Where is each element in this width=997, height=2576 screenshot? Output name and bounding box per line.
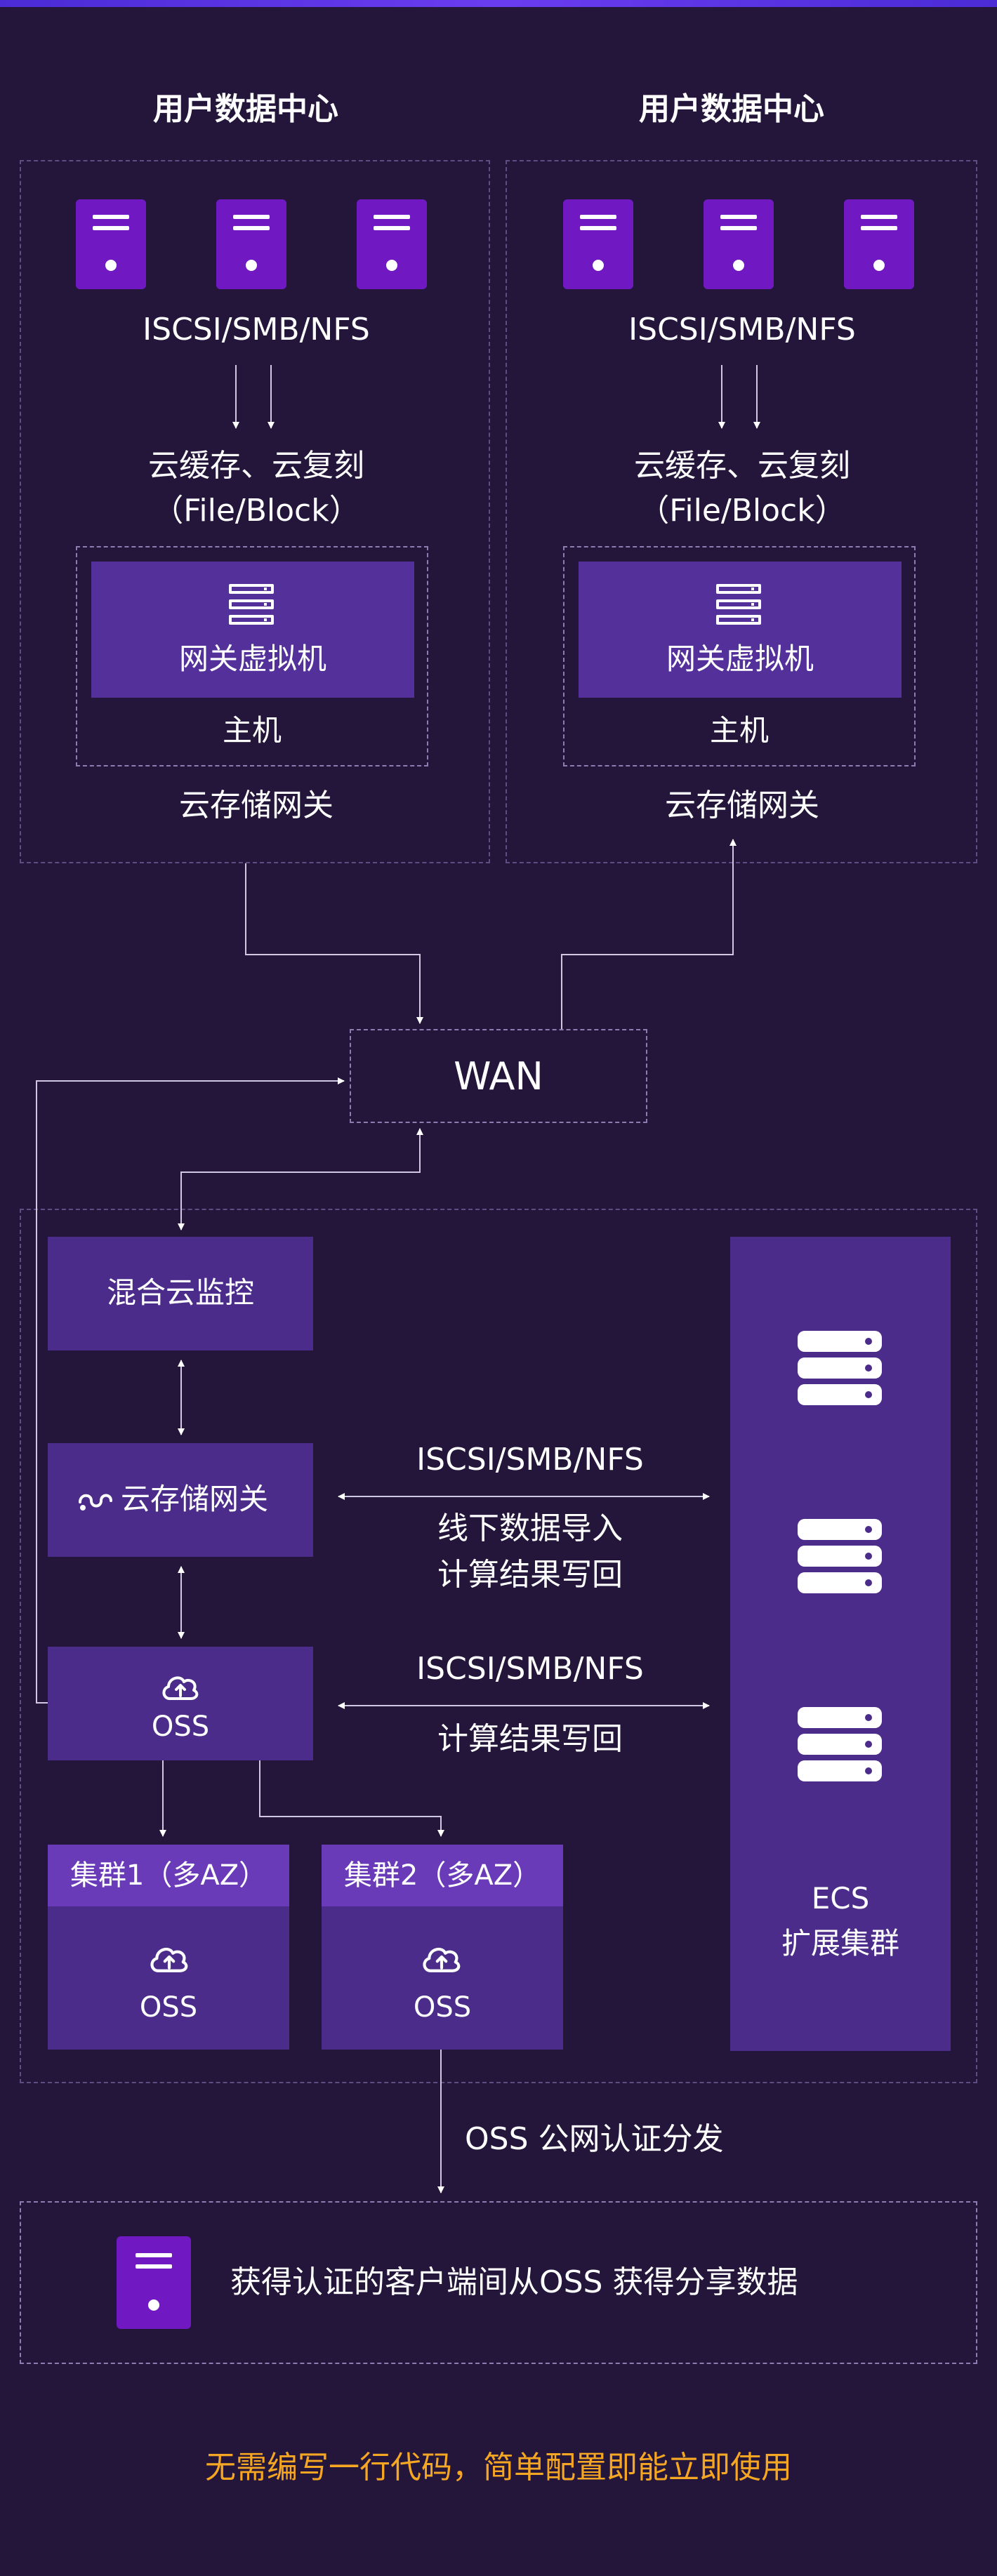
server-icon bbox=[563, 199, 633, 289]
link2-writeback-label: 计算结果写回 bbox=[437, 1721, 623, 1757]
datacenter-frame bbox=[20, 160, 490, 863]
oss-to-wan-line bbox=[36, 1077, 345, 1704]
cluster2-title: 集群2（多AZ） bbox=[343, 1859, 541, 1892]
wan-to-monitor-line bbox=[178, 1130, 421, 1230]
distribution-label: OSS 公网认证分发 bbox=[465, 2121, 724, 2157]
ecs-cluster-label: 扩展集群 bbox=[781, 1926, 899, 1960]
gateway-vm-label: 网关虚拟机 bbox=[178, 642, 326, 676]
ecs-label: ECS bbox=[811, 1881, 870, 1916]
footer-tagline: 无需编写一行代码，简单配置即能立即使用 bbox=[205, 2450, 792, 2485]
hybrid-monitor-label: 混合云监控 bbox=[106, 1275, 254, 1310]
oss-box bbox=[48, 1647, 313, 1760]
cloud-gateway-label: 云存储网关 bbox=[121, 1482, 269, 1516]
host-label: 主机 bbox=[709, 713, 769, 748]
hybrid-monitor-box bbox=[48, 1237, 313, 1350]
datacenter-title: 用户数据中心 bbox=[639, 91, 824, 127]
cache-label: 云缓存、云复刻 bbox=[634, 448, 850, 484]
protocol-label: ISCSI/SMB/NFS bbox=[143, 312, 370, 347]
datacenter-title: 用户数据中心 bbox=[153, 91, 338, 127]
host-label: 主机 bbox=[222, 713, 282, 748]
wan-box bbox=[350, 1029, 647, 1123]
server-icon bbox=[844, 199, 914, 289]
top-accent-bar bbox=[0, 0, 997, 7]
server-icon bbox=[357, 199, 427, 289]
datacenter-frame bbox=[506, 160, 977, 863]
link1-import-label: 线下数据导入 bbox=[437, 1511, 623, 1546]
link-icon bbox=[76, 1487, 115, 1515]
cloud-region-frame bbox=[20, 1209, 977, 2083]
cluster2-oss-label: OSS bbox=[413, 1991, 472, 2024]
host-frame bbox=[563, 546, 916, 766]
wan-to-gateway-line bbox=[561, 839, 737, 1029]
client-description: 获得认证的客户端间从OSS 获得分享数据 bbox=[230, 2264, 798, 2300]
link2-protocol-label: ISCSI/SMB/NFS bbox=[416, 1651, 644, 1687]
server-stack-icon bbox=[798, 1331, 882, 1407]
wan-label: WAN bbox=[454, 1054, 543, 1098]
protocol-label: ISCSI/SMB/NFS bbox=[628, 312, 856, 347]
host-frame bbox=[76, 546, 428, 766]
cache-label: 云缓存、云复刻 bbox=[148, 448, 364, 484]
link1-writeback-label: 计算结果写回 bbox=[437, 1557, 623, 1593]
server-stack-icon bbox=[716, 584, 761, 628]
cache-mode-label: （File/Block） bbox=[638, 493, 846, 529]
cache-mode-label: （File/Block） bbox=[152, 493, 360, 529]
cloud-upload-icon bbox=[418, 1939, 465, 1975]
gateway-vm-label: 网关虚拟机 bbox=[666, 642, 814, 676]
oss-label: OSS bbox=[151, 1711, 210, 1743]
cluster1-header bbox=[48, 1845, 289, 1906]
link1-protocol-label: ISCSI/SMB/NFS bbox=[416, 1442, 644, 1478]
cluster1-oss-label: OSS bbox=[139, 1991, 198, 2024]
cluster1-title: 集群1（多AZ） bbox=[70, 1859, 268, 1892]
server-stack-icon bbox=[798, 1519, 882, 1595]
server-stack-icon bbox=[229, 584, 274, 628]
cloud-upload-icon bbox=[159, 1668, 202, 1703]
server-icon bbox=[76, 199, 146, 289]
server-icon bbox=[704, 199, 774, 289]
cloud-upload-icon bbox=[146, 1939, 192, 1975]
cluster2-header bbox=[322, 1845, 563, 1906]
oss-to-cluster2-arrow bbox=[259, 1760, 444, 1837]
gateway-label: 云存储网关 bbox=[665, 788, 819, 823]
gateway-label: 云存储网关 bbox=[179, 788, 334, 823]
client-frame bbox=[20, 2201, 977, 2364]
gateway-to-wan-line bbox=[245, 863, 423, 1024]
server-icon bbox=[117, 2236, 191, 2329]
server-stack-icon bbox=[798, 1707, 882, 1783]
server-icon bbox=[216, 199, 286, 289]
